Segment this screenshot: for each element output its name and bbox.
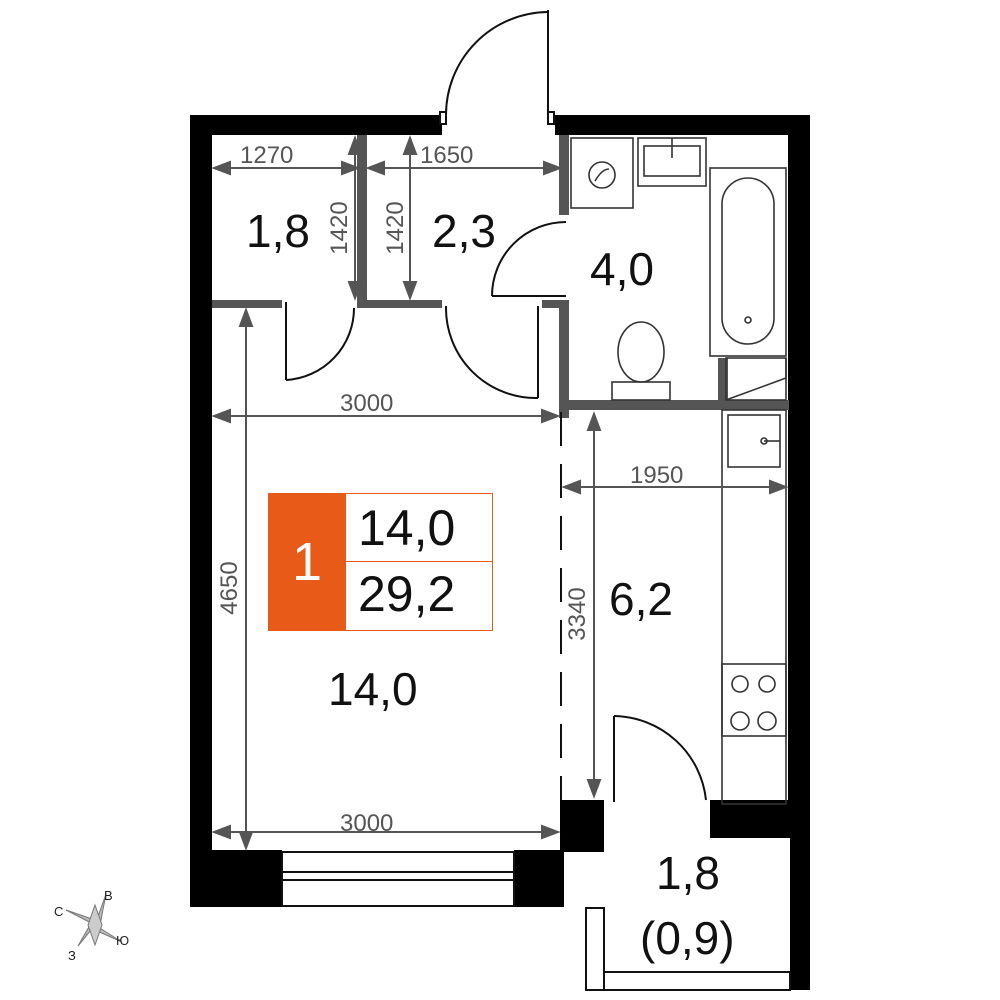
badge-divider: [346, 561, 493, 562]
bathroom-area: 4,0: [590, 243, 654, 295]
closet-right-area: 2,3: [432, 205, 496, 257]
kitchen-fixtures: [721, 409, 787, 805]
dim-living-length: 4650: [216, 561, 243, 615]
dim-kitchen-width: 1950: [630, 462, 684, 489]
dim-living-width-top: 3000: [340, 390, 394, 417]
compass-west: З: [68, 948, 76, 963]
dim-closet-right-width: 1650: [420, 142, 474, 169]
balcony-area: 1,8: [656, 847, 720, 899]
apartment-badge: 1 14,0 29,2: [268, 493, 494, 631]
exterior-walls: [190, 115, 810, 990]
dim-closet-left-width: 1270: [240, 142, 294, 169]
compass-east: В: [104, 888, 113, 903]
living-room-area: 14,0: [328, 663, 418, 715]
bathroom-fixtures: [570, 137, 787, 401]
dimension-lines: [211, 135, 789, 851]
room-count: 1: [268, 493, 346, 631]
dim-kitchen-length: 3340: [564, 587, 591, 641]
total-area-value: 29,2: [358, 566, 456, 622]
window-living: [281, 851, 515, 907]
kitchen-area: 6,2: [609, 573, 673, 625]
badge-frame: [346, 493, 493, 631]
living-area-value: 14,0: [358, 500, 456, 556]
compass-south: Ю: [116, 933, 130, 948]
compass-rose: [65, 893, 123, 947]
doors: [285, 10, 707, 802]
balcony-reduced-area: (0,9): [640, 912, 735, 964]
closet-left-area: 1,8: [246, 205, 310, 257]
balcony: [585, 907, 791, 991]
dim-living-width-bottom: 3000: [340, 810, 394, 837]
dim-closet-right-depth: 1420: [382, 201, 409, 255]
partitions: [212, 135, 789, 418]
compass-north: С: [54, 904, 64, 919]
dim-closet-left-depth: 1420: [326, 201, 353, 255]
